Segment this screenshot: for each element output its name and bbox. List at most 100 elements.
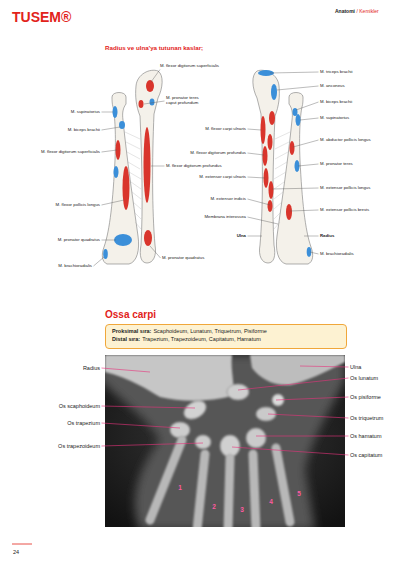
chapter-name: / Kemikler (357, 9, 379, 15)
insertion-area (150, 99, 155, 106)
xray-carpal (227, 384, 249, 400)
insertion-area (271, 84, 277, 100)
row-text: Scaphoideum, Lunatum, Triquetrum, Pisifo… (153, 328, 266, 334)
insertion-area (114, 234, 132, 246)
callout-number: 2 (212, 503, 216, 510)
leader-line (102, 112, 114, 113)
muscle-label: M. supinatorius (71, 110, 100, 115)
origin-area (144, 127, 151, 203)
leader-line (300, 118, 319, 120)
xray-metacarpal (197, 454, 205, 527)
muscle-label: M. pronator teres (320, 162, 353, 167)
soft-tissue (105, 355, 345, 527)
insertion-area (119, 121, 125, 129)
muscle-label: M. pronator quadratus (58, 238, 100, 243)
bone-label: Ulna (350, 364, 361, 370)
bone-label: Os triquetrum (350, 415, 383, 421)
info-box: Proksimal sıra:Scaphoideum, Lunatum, Tri… (105, 324, 347, 349)
origin-area (123, 166, 130, 210)
bone-label: Os capitatum (350, 452, 382, 458)
origin-area (286, 204, 292, 220)
leader-line (304, 236, 319, 237)
xray-radius (105, 355, 233, 401)
leader-line (298, 164, 319, 166)
origin-area (139, 100, 144, 108)
info-box-text: Proksimal sıra:Scaphoideum, Lunatum, Tri… (112, 328, 340, 343)
leader-line (150, 246, 161, 258)
leader-line (296, 102, 319, 110)
bone-name: Ulna (237, 234, 246, 239)
muscle-label: M. anconeus (320, 84, 345, 89)
ulna-bone (136, 70, 162, 263)
leader-line (248, 217, 279, 224)
insertion-area (293, 108, 298, 116)
page-number-rule (12, 544, 32, 545)
xray-carpal (170, 422, 190, 438)
xray-metacarpal (150, 440, 182, 520)
bone-label: Os hamatum (350, 433, 381, 439)
muscle-attachments (103, 80, 154, 259)
muscle-label: M. brachioradialis (320, 252, 354, 257)
xray-ulna (250, 355, 345, 385)
leader-line (277, 86, 319, 90)
leader-line (310, 252, 319, 254)
muscle-label: M. brachioradialis (58, 264, 92, 269)
leader-line (102, 127, 121, 130)
radius-bone (102, 93, 138, 265)
row-heading: Proksimal sıra: (112, 328, 151, 334)
xray-carpal (181, 397, 210, 423)
xray-metacarpal (276, 448, 290, 522)
leader-line (102, 368, 151, 372)
leader-line (102, 200, 125, 205)
callout-number: 1 (178, 484, 182, 491)
xray-carpal (246, 428, 266, 448)
muscle-label: M. extensor pollicis brevis (320, 208, 369, 213)
leader-line (248, 177, 266, 178)
muscle-label: M. extensor indicis (210, 197, 246, 202)
leader-line (144, 101, 165, 104)
forearm-bones (102, 70, 162, 264)
leader-line (256, 436, 349, 437)
insertion-area (103, 249, 108, 259)
origin-area (268, 200, 273, 212)
leader-line (293, 140, 319, 147)
origin-area (146, 80, 154, 92)
bone-label: Os trapezium (67, 420, 100, 426)
muscle-label: M. flexor digitorum superficialis (41, 150, 100, 155)
origin-area (268, 134, 273, 150)
origin-area (290, 141, 295, 155)
origin-area (269, 111, 275, 125)
leader-line (300, 366, 349, 367)
leader-line (102, 423, 181, 428)
leader-line (248, 199, 271, 205)
leader-line (248, 129, 262, 130)
section-name: Anatomi (335, 9, 355, 15)
bone-label: Radius (83, 365, 100, 371)
leader-line (248, 153, 265, 155)
leader-line (276, 397, 349, 400)
origin-area (144, 230, 152, 246)
leader-line (238, 378, 349, 390)
muscle-label: M. biceps brachii (320, 100, 352, 105)
leader-line (94, 257, 105, 266)
muscle-label: M. flexor digitorum superficialis (160, 64, 219, 69)
muscle-label: M. triceps brachii (320, 70, 352, 75)
leader-line (232, 447, 349, 455)
origin-area (261, 116, 266, 144)
muscle-label: M. abductor pollicis longus (320, 138, 371, 143)
muscle-label: M. flexor carpi ulnaris (205, 127, 246, 132)
muscle-label: M. pronator quadratus (162, 256, 204, 261)
callout-number: 4 (269, 498, 273, 505)
xray-metacarpal (228, 458, 230, 527)
muscle-label: M. biceps brachii (68, 128, 100, 133)
row-text: Trapezium, Trapezoideum, Capitatum, Hama… (142, 336, 261, 342)
origin-area (263, 146, 268, 166)
xray-metacarpals (150, 440, 290, 527)
xray-carpal (195, 435, 211, 449)
muscle-attachments (258, 70, 311, 257)
bone-label: Os trapezoideum (58, 443, 100, 449)
logo-text: TUSEM® (12, 9, 71, 25)
muscle-label: Membrana interossea (204, 215, 246, 220)
muscle-label: M. flexor digitorum profundus (190, 151, 246, 156)
